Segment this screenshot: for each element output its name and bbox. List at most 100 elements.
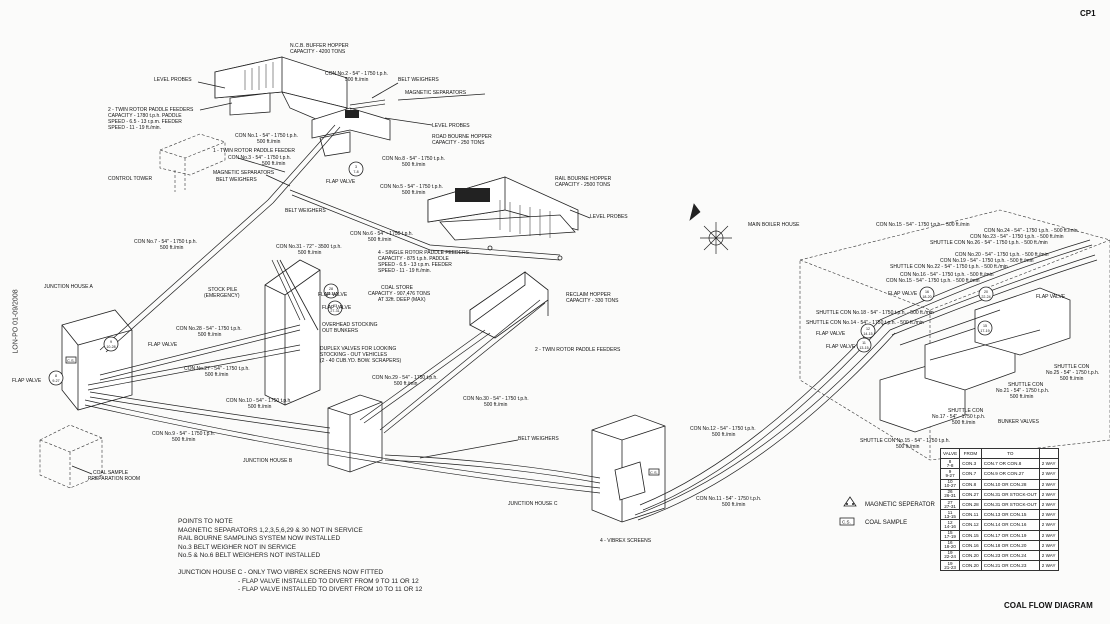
circle-label: 8 — [55, 374, 57, 378]
label: JUNCTION HOUSE C — [508, 501, 558, 507]
label: LEVEL PROBES — [154, 77, 192, 83]
label: CON No.8 - 54" - 1750 t.p.h. — [382, 156, 445, 162]
label: SPEED - 6.5 - 13 r.p.m. FEEDER — [378, 262, 452, 268]
circle-label: 11 — [862, 341, 866, 345]
reclaim-hopper — [469, 271, 549, 339]
control-tower — [159, 133, 226, 192]
label: JUNCTION HOUSE B — [243, 458, 293, 464]
label: BELT WEIGHERS — [216, 177, 257, 183]
label: N.C.B. BUFFER HOPPER — [290, 43, 349, 49]
coal-sample-icon — [839, 517, 855, 526]
page-id: CP1 — [1080, 9, 1096, 18]
label: CON No.7 - 54" - 1750 t.p.h. — [134, 239, 197, 245]
label: BELT WEIGHERS — [398, 77, 439, 83]
label: CON No.24 - 54" - 1750 t.p.h. - 500 ft./… — [984, 228, 1078, 234]
label: STOCKING - OUT VEHICLES — [320, 352, 388, 358]
label: 500 ft./min — [1010, 394, 1034, 400]
valve-table-cell: 19 22-24 — [939, 549, 961, 562]
valve-table-cell: 2 WAY — [1038, 488, 1059, 500]
notes-heading: POINTS TO NOTE — [178, 518, 233, 525]
label: CON No.27 - 54" - 1750 t.p.h. — [184, 366, 250, 372]
flap-valve-22-24 — [978, 286, 994, 302]
label: MAGNETIC SEPARATORS — [213, 170, 275, 176]
label: CON No.30 - 54" - 1750 t.p.h. — [463, 396, 529, 402]
label: 1 - TWIN ROTOR PADDLE FEEDER — [213, 148, 295, 154]
label: CON No.19 - 54" - 1750 t.p.h. - 500 ft./… — [940, 258, 1034, 264]
valve-table-cell: 2 WAY — [1038, 478, 1059, 490]
label: CONTROL TOWER — [108, 176, 152, 182]
valve-table-cell: CON.28 — [959, 498, 982, 511]
valve-table-cell: 27 27-31 — [939, 498, 961, 511]
label: CON No.23 - 54" - 1750 t.p.h. - 500 ft./… — [970, 234, 1064, 240]
label: CON No.5 - 54" - 1750 t.p.h. — [380, 184, 443, 190]
label: 500 ft./min — [896, 444, 920, 450]
legend-magnetic: MAGNETIC SEPERATOR — [865, 502, 935, 508]
label: ROAD BOURNE HOPPER — [432, 134, 492, 140]
valve-table-cell: 2 WAY — [1038, 549, 1059, 562]
circle-label: 28 — [329, 287, 333, 291]
diagram-title: COAL FLOW DIAGRAM — [1004, 601, 1093, 610]
label: MAGNETIC SEPARATORS — [405, 90, 467, 96]
valve-table-cell: CON.20 — [959, 560, 982, 572]
note: - FLAP VALVE INSTALLED TO DIVERT FROM 10… — [238, 586, 423, 594]
label: 500 ft./min — [262, 161, 286, 167]
label: FLAP VALVE — [888, 291, 918, 297]
label: CAPACITY - 1780 t.p.h. PADDLE — [108, 113, 182, 119]
label: LEVEL PROBES — [432, 123, 470, 129]
label: 500 ft./min — [484, 402, 508, 408]
label: 500 ft./min — [368, 237, 392, 243]
label: FLAP VALVE — [318, 292, 348, 298]
label: BELT WEIGHERS — [285, 208, 326, 214]
magnetic-separator-icon — [843, 496, 857, 507]
valve-table-cell: CON.17 OR CON.19 — [980, 529, 1040, 541]
valve-table-cell: CON.31 OR STOCK-OUT — [980, 488, 1040, 500]
diagram-labels: N.C.B. BUFFER HOPPER CAPACITY - 4200 TON… — [12, 43, 1099, 544]
label: CON No.11 - 54" - 1750 t.p.h. — [696, 496, 761, 502]
label: AT 32ft. DEEP (MAX) — [378, 297, 426, 303]
label: SHUTTLE CON — [948, 408, 984, 414]
label: SPEED - 11 - 19 ft./min. — [108, 125, 161, 131]
flap-valve-13-15 — [856, 337, 872, 353]
label: CON No.15 - 54" - 1750 t.p.h. - 500 ft./… — [876, 222, 970, 228]
valve-table-cell: 2 WAY — [1038, 539, 1059, 551]
rail-bourne-hopper — [427, 176, 579, 261]
label: RECLAIM HOPPER — [566, 292, 611, 298]
label: COAL STORE — [381, 285, 414, 291]
valve-table-cell: 9 9-27 — [939, 468, 961, 480]
label: FLAP VALVE — [12, 378, 42, 384]
valve-table-header: FROM — [959, 447, 982, 460]
valve-table-cell: 26 26-31 — [939, 488, 961, 500]
note: No.5 & No.6 BELT WEIGHERS NOT INSTALLED — [178, 552, 321, 560]
valve-table-cell: 11 13-15 — [939, 509, 961, 521]
circle-label: 9-27 — [52, 379, 59, 383]
label: CON No.16 - 54" - 1750 t.p.h. - 500 ft./… — [900, 272, 994, 278]
flap-valve-27-31 — [327, 300, 343, 316]
label: 2 - TWIN ROTOR PADDLE FEEDERS — [535, 347, 621, 353]
label: SHUTTLE CON — [1008, 382, 1044, 388]
valve-table-cell: CON.31 OR STOCK-OUT — [980, 498, 1040, 511]
valve-table-cell: 2 WAY — [1038, 519, 1059, 531]
label: BELT WEIGHERS — [518, 436, 559, 442]
cs-tag: C.S. — [67, 358, 75, 363]
label: PREPARATION ROOM — [88, 476, 140, 482]
junction-house-b — [327, 394, 383, 473]
circle-label: 9 — [110, 340, 112, 344]
label: SHUTTLE CON No.18 - 54" - 1750 t.p.h. - … — [816, 310, 934, 316]
coal-sample-tags: C.S. C.S. — [65, 356, 660, 476]
label: CON No.15 - 54" - 1750 t.p.h. - 500 ft./… — [886, 278, 980, 284]
label: CON No.9 - 54" - 1750 t.p.h. — [152, 431, 215, 437]
valve-table-cell: CON.11 — [959, 509, 982, 521]
label: FLAP VALVE — [322, 305, 352, 311]
circle-label: 17-19 — [980, 329, 989, 333]
circle-label: 3 — [355, 165, 357, 169]
circle-label: 7-8 — [353, 170, 358, 174]
label: No.21 - 54" - 1750 t.p.h. — [996, 388, 1049, 394]
label: 500 ft./min — [298, 250, 322, 256]
label: CON No.3 - 54" - 1750 t.p.h. — [228, 155, 291, 161]
